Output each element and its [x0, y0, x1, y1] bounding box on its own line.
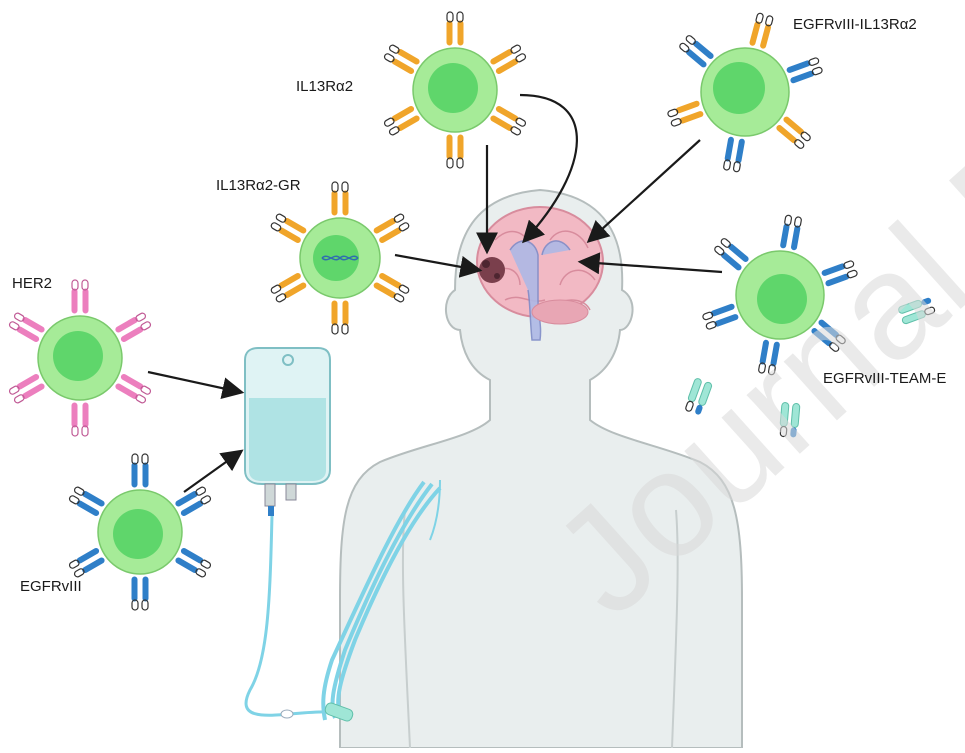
- label-il13ra2: IL13Rα2: [296, 78, 353, 95]
- label-egfrviii-il13ra2: EGFRvIII-IL13Rα2: [793, 16, 917, 33]
- iv-bag-icon: [245, 348, 330, 516]
- tumor-icon: [479, 257, 505, 283]
- arrow-her2-to-iv-bag: [148, 372, 240, 392]
- car-t-cell-il13ra2: [383, 12, 527, 168]
- label-egfrviii-team-e: EGFRvIII-TEAM-E: [823, 370, 946, 387]
- label-her2: HER2: [12, 275, 52, 292]
- car-t-cell-her2: [8, 280, 152, 436]
- car-t-cell-il13ra2-gr: [270, 182, 411, 334]
- label-egfrviii: EGFRvIII: [20, 578, 82, 595]
- label-il13ra2-gr: IL13Rα2-GR: [216, 177, 301, 194]
- arrow-egfrviii-to-iv-bag: [184, 452, 240, 492]
- car-t-cell-egfrviii: [68, 454, 212, 610]
- arrow-egfrviii-il13ra2-to-brain: [590, 140, 700, 240]
